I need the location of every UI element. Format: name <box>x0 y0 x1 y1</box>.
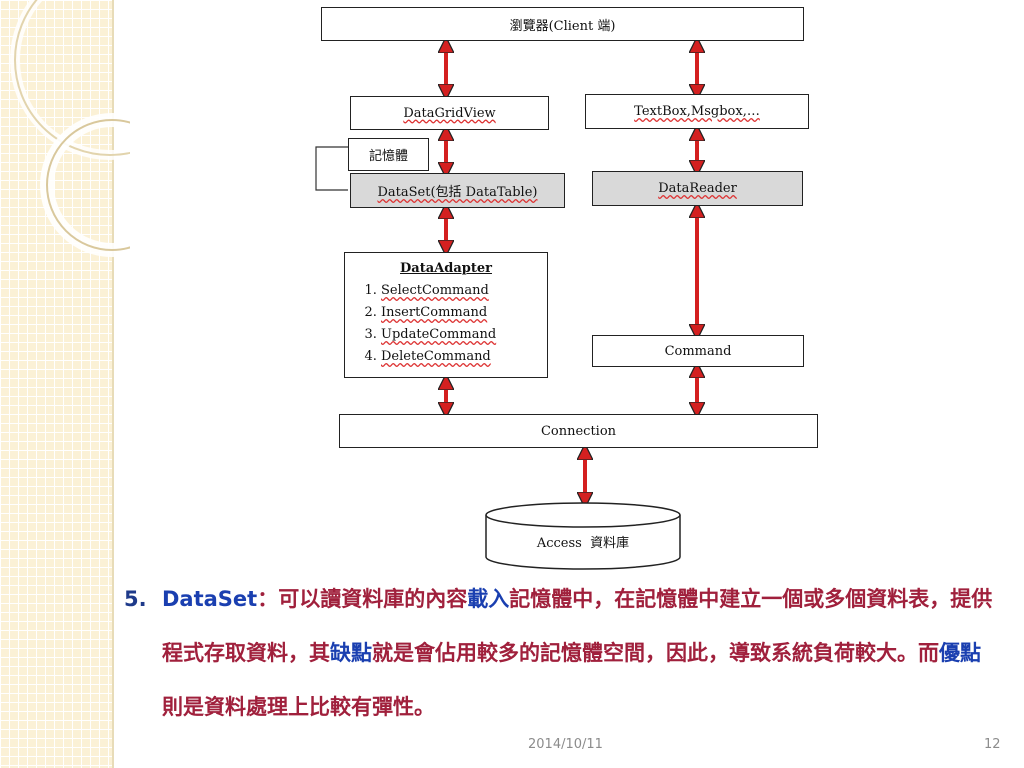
connection-label: Connection <box>540 423 617 439</box>
memory-label: 記憶體 <box>368 149 408 164</box>
caption-paragraph: 5. DataSet：可以讀資料庫的內容載入記憶體中，在記憶體中建立一個或多個資… <box>124 572 994 734</box>
architecture-diagram: 瀏覽器(Client 端) DataGridView TextBox,Msgbo… <box>300 0 840 575</box>
connection-box: Connection <box>339 414 818 448</box>
dataset-box: DataSet(包括 DataTable) <box>350 173 565 208</box>
caption-highlight-disadvantage: 缺點 <box>330 641 372 665</box>
adapter-command-item: DeleteCommand <box>381 346 547 368</box>
database-label: Access 資料庫 <box>536 535 630 551</box>
dataadapter-command-list: SelectCommand InsertCommand UpdateComman… <box>345 280 547 368</box>
footer-page-number: 12 <box>984 737 1001 752</box>
strip-edge <box>112 0 114 768</box>
datareader-box: DataReader <box>592 171 803 206</box>
textbox-box: TextBox,Msgbox,… <box>585 94 809 129</box>
footer-date: 2014/10/11 <box>528 737 603 752</box>
browser-box: 瀏覽器(Client 端) <box>321 7 804 41</box>
adapter-command-item: SelectCommand <box>381 280 547 302</box>
datareader-label: DataReader <box>658 181 737 196</box>
caption-number: 5. <box>124 587 147 611</box>
textbox-label: TextBox,Msgbox,… <box>634 104 760 119</box>
decorative-rings <box>10 0 130 257</box>
adapter-command-item: UpdateCommand <box>381 324 547 346</box>
memory-box: 記憶體 <box>348 138 429 171</box>
command-box: Command <box>592 335 804 367</box>
command-label: Command <box>664 343 732 359</box>
caption-dataset-term: DataSet <box>162 587 258 611</box>
diagram-connectors <box>315 0 840 570</box>
caption-highlight-load: 載入 <box>467 587 510 611</box>
caption-segment: 則是資料處理上比較有彈性。 <box>162 695 435 719</box>
dataadapter-title: DataAdapter <box>400 261 492 276</box>
caption-segment: 記憶體中，在記憶體中建立一個或多個資料表，提供程式存取資料，其 <box>162 587 993 665</box>
browser-label: 瀏覽器(Client 端) <box>509 18 616 34</box>
datagridview-label: DataGridView <box>403 105 496 121</box>
caption-highlight-advantage: 優點 <box>939 641 981 665</box>
dataadapter-box: DataAdapter SelectCommand InsertCommand … <box>344 252 548 378</box>
database-cylinder-body <box>485 515 681 570</box>
caption-segment: ：可以讀資料庫的內容 <box>257 587 468 611</box>
caption-segment: 就是會佔用較多的記憶體空間，因此，導致系統負荷較大。而 <box>372 641 939 665</box>
caption-text: DataSet：可以讀資料庫的內容載入記憶體中，在記憶體中建立一個或多個資料表，… <box>162 572 994 734</box>
dataset-label: DataSet(包括 DataTable) <box>377 185 538 200</box>
datagridview-box: DataGridView <box>350 96 549 130</box>
database-cylinder-top <box>485 502 681 528</box>
adapter-command-item: InsertCommand <box>381 302 547 324</box>
memory-bracket <box>315 146 348 191</box>
